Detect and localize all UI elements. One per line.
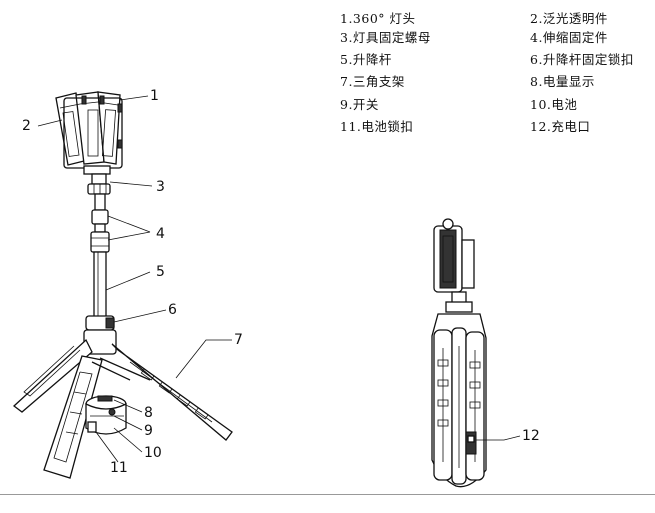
legend-item-10: 10.电池 xyxy=(530,97,578,112)
legend-item-2: 2.泛光透明件 xyxy=(530,11,608,26)
callout-6: 6 xyxy=(168,302,177,318)
legend-item-8: 8.电量显示 xyxy=(530,74,595,89)
callout-11: 11 xyxy=(110,460,128,476)
battery-pack xyxy=(85,395,127,435)
telescopic-mast xyxy=(90,193,110,319)
callout-10: 10 xyxy=(144,445,162,461)
tripod-legs xyxy=(12,338,233,479)
folded-light-tower: 12 xyxy=(431,218,540,488)
mast-lock xyxy=(83,315,117,355)
callout-9: 9 xyxy=(144,423,153,439)
legend-item-3: 3.灯具固定螺母 xyxy=(340,30,431,45)
legend-item-4: 4.伸缩固定件 xyxy=(530,30,608,45)
lamp-fixing-nut xyxy=(83,165,111,195)
legend-item-12: 12.充电口 xyxy=(530,119,591,134)
legend-item-7: 7.三角支架 xyxy=(340,74,405,89)
legend-item-6: 6.升降杆固定锁扣 xyxy=(530,52,634,67)
bottom-rule xyxy=(0,494,655,495)
callout-numbers: 1 2 3 4 5 6 7 8 9 10 11 xyxy=(22,88,243,476)
legend-item-9: 9.开关 xyxy=(340,97,379,112)
callout-4: 4 xyxy=(156,226,165,242)
callout-7: 7 xyxy=(234,332,243,348)
legend-item-5: 5.升降杆 xyxy=(340,52,392,67)
lamp-head xyxy=(55,91,123,169)
callout-8: 8 xyxy=(144,405,153,421)
legend-item-11: 11.电池锁扣 xyxy=(340,119,414,134)
callout-3: 3 xyxy=(156,179,165,195)
callout-5: 5 xyxy=(156,264,165,280)
callout-1: 1 xyxy=(150,88,159,104)
leader-lines xyxy=(37,95,232,463)
deployed-light-tower: 1 2 3 4 5 6 7 8 9 10 11 xyxy=(12,88,243,479)
callout-12: 12 xyxy=(522,428,540,444)
callout-2: 2 xyxy=(22,118,31,134)
legend-item-1: 1.360° 灯头 xyxy=(340,11,416,26)
